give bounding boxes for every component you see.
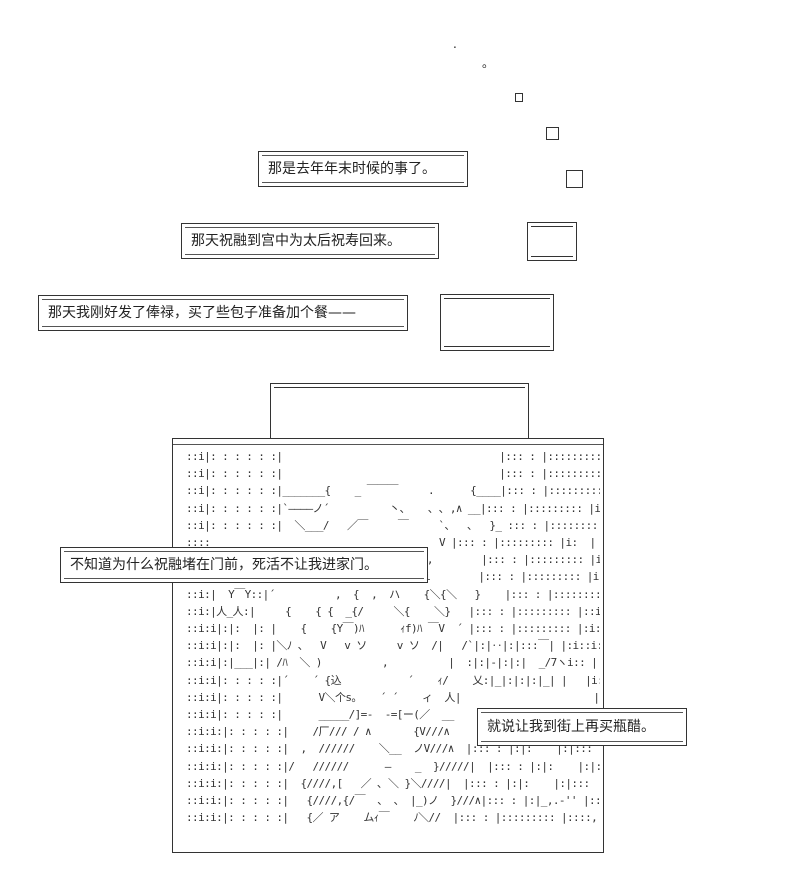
- thought-square-tiny: [515, 93, 523, 102]
- thought-square-medium: [566, 170, 583, 188]
- ascii-art-figure: ::i|: : : : : :| |::: : |::::::::: | | :…: [186, 450, 600, 825]
- thought-square-small: [546, 127, 559, 140]
- caption-box-1: 那是去年年末时候的事了。: [258, 151, 468, 187]
- empty-thought-box-medium: [440, 294, 554, 351]
- caption-box-4: 不知道为什么祝融堵在门前，死活不让我进家门。: [60, 547, 428, 583]
- empty-thought-box-small: [527, 222, 577, 261]
- caption-text-4: 不知道为什么祝融堵在门前，死活不让我进家门。: [70, 557, 378, 573]
- caption-box-3: 那天我刚好发了俸禄，买了些包子准备加个餐——: [38, 295, 408, 331]
- ascii-art-panel: [172, 438, 604, 853]
- caption-text-2: 那天祝融到宫中为太后祝寿回来。: [191, 233, 401, 249]
- thought-circle: 。: [482, 56, 495, 70]
- empty-thought-box-large: [270, 383, 529, 444]
- caption-text-5: 就说让我到街上再买瓶醋。: [487, 719, 655, 735]
- caption-box-2: 那天祝融到宫中为太后祝寿回来。: [181, 223, 439, 259]
- panel-inner-rule: [173, 444, 603, 446]
- caption-box-5: 就说让我到街上再买瓶醋。: [477, 708, 687, 746]
- caption-text-1: 那是去年年末时候的事了。: [268, 161, 436, 177]
- thought-dot: .: [453, 37, 457, 51]
- caption-text-3: 那天我刚好发了俸禄，买了些包子准备加个餐——: [48, 305, 356, 321]
